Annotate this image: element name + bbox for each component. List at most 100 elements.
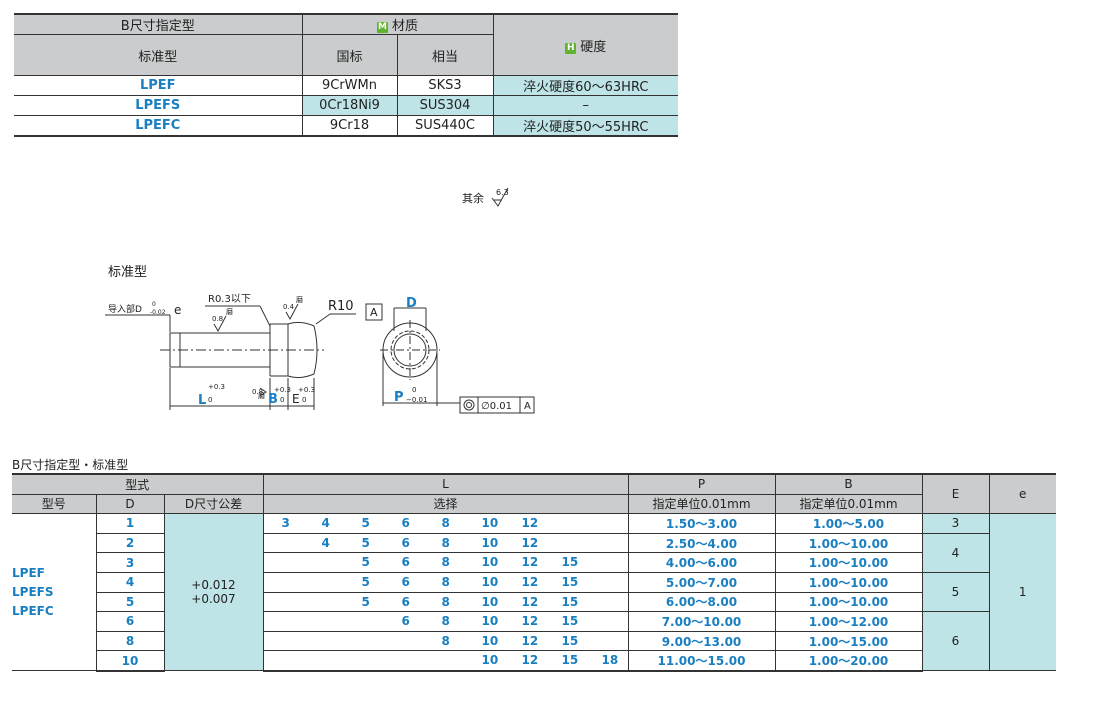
l-option: 6	[401, 516, 410, 531]
header-p-sub: 指定单位0.01mm	[627, 494, 775, 515]
l-option: 8	[441, 594, 450, 609]
l-option: 10	[481, 653, 499, 668]
header-standard: 标准型	[14, 34, 302, 76]
l-option: 8	[441, 516, 450, 531]
d-label: D	[406, 296, 417, 311]
e-small-value: 1	[988, 513, 1056, 672]
d-value: 10	[95, 650, 164, 672]
l-option: 15	[561, 653, 579, 668]
l-option: 6	[401, 574, 410, 589]
roughness-note: 其余 6.3	[462, 186, 512, 208]
material-hardness: 淬火硬度50～55HRC	[492, 115, 679, 137]
material-hardness: –	[492, 95, 679, 116]
model-cell: LPEF LPEFS LPEFC	[12, 513, 96, 672]
l-label: L	[198, 393, 206, 408]
l-option: 10	[481, 555, 499, 570]
d-value: 8	[95, 631, 164, 652]
header-d: D	[95, 494, 164, 515]
spec-table: 型式 L P B E e 型号 D D尺寸公差 选择 指定单位0.01mm 指定…	[12, 472, 1056, 672]
grind-note: 磨	[296, 295, 303, 304]
header-b-type: B尺寸指定型	[14, 13, 302, 35]
l-option: 15	[561, 614, 579, 629]
dtol-lower: +0.007	[191, 592, 236, 607]
b-range: 1.00～20.00	[774, 650, 922, 672]
spec-table-title: B尺寸指定型・标准型	[12, 458, 129, 472]
l-option: 12	[521, 535, 539, 550]
l-option: 5	[361, 594, 370, 609]
p-range: 7.00～10.00	[627, 611, 775, 632]
l-tol-lower: 0	[208, 396, 212, 404]
header-equivalent: 相当	[396, 34, 494, 76]
l-option: 10	[481, 516, 499, 531]
concentricity-value: ∅0.01	[481, 401, 512, 412]
r10-label: R10	[328, 299, 354, 314]
model-name: LPEFS	[12, 584, 54, 599]
l-option: 12	[521, 614, 539, 629]
ra04-label: 0.4	[283, 303, 295, 311]
l-option: 8	[441, 614, 450, 629]
l-option: 4	[321, 516, 330, 531]
b-range: 1.00～10.00	[774, 592, 922, 613]
material-equiv: SUS440C	[396, 115, 494, 137]
material-equiv: SUS304	[396, 95, 494, 116]
header-form: 型式	[12, 472, 263, 495]
l-option: 10	[481, 535, 499, 550]
l-option: 5	[361, 574, 370, 589]
b-range: 1.00～10.00	[774, 552, 922, 573]
material-type: LPEFC	[14, 115, 302, 137]
roughness-value: 6.3	[496, 188, 509, 197]
l-option: 10	[481, 633, 499, 648]
part-drawing: 导入部D 0 -0.02 e R0.3以下 磨 0.8 磨 0.4 R10 A …	[105, 294, 535, 414]
p-tol-upper: 0	[412, 386, 416, 394]
datum-a: A	[370, 306, 378, 319]
roughness-symbol-icon: 6.3	[491, 187, 509, 207]
l-option: 12	[521, 555, 539, 570]
d-value: 4	[95, 572, 164, 593]
material-type: LPEF	[14, 75, 302, 96]
header-b: B	[774, 472, 922, 495]
l-option: 6	[401, 555, 410, 570]
l-option: 12	[521, 594, 539, 609]
material-hardness: 淬火硬度60～63HRC	[492, 75, 679, 96]
b-range: 1.00～10.00	[774, 572, 922, 593]
l-option: 10	[481, 614, 499, 629]
e-value: 4	[921, 533, 989, 573]
p-range: 11.00～15.00	[627, 650, 775, 672]
material-type: LPEFS	[14, 95, 302, 116]
l-option: 8	[441, 633, 450, 648]
dtol-cell: +0.012+0.007	[163, 513, 263, 672]
model-name: LPEF	[12, 565, 45, 580]
l-option: 12	[521, 633, 539, 648]
l-option: 15	[561, 555, 579, 570]
b-tol-upper: +0.3	[274, 386, 291, 394]
l-option: 3	[281, 516, 290, 531]
header-model: 型号	[12, 494, 96, 515]
l-option: 18	[601, 653, 619, 668]
header-l-sub: 选择	[262, 494, 628, 515]
l-option: 6	[401, 535, 410, 550]
grind-note: 磨	[226, 307, 233, 316]
l-option: 8	[441, 574, 450, 589]
roughness-label: 其余	[462, 192, 484, 205]
p-range: 9.00～13.00	[627, 631, 775, 652]
model-name: LPEFC	[12, 603, 54, 618]
drawing-title: 标准型	[108, 265, 148, 280]
p-range: 2.50～4.00	[627, 533, 775, 554]
header-l: L	[262, 472, 628, 495]
p-range: 6.00～8.00	[627, 592, 775, 613]
material-equiv: SKS3	[396, 75, 494, 96]
l-option: 6	[401, 594, 410, 609]
d-value: 5	[95, 592, 164, 613]
b-label: B	[268, 392, 278, 407]
grind-note: 磨	[258, 391, 265, 400]
l-option: 8	[441, 555, 450, 570]
